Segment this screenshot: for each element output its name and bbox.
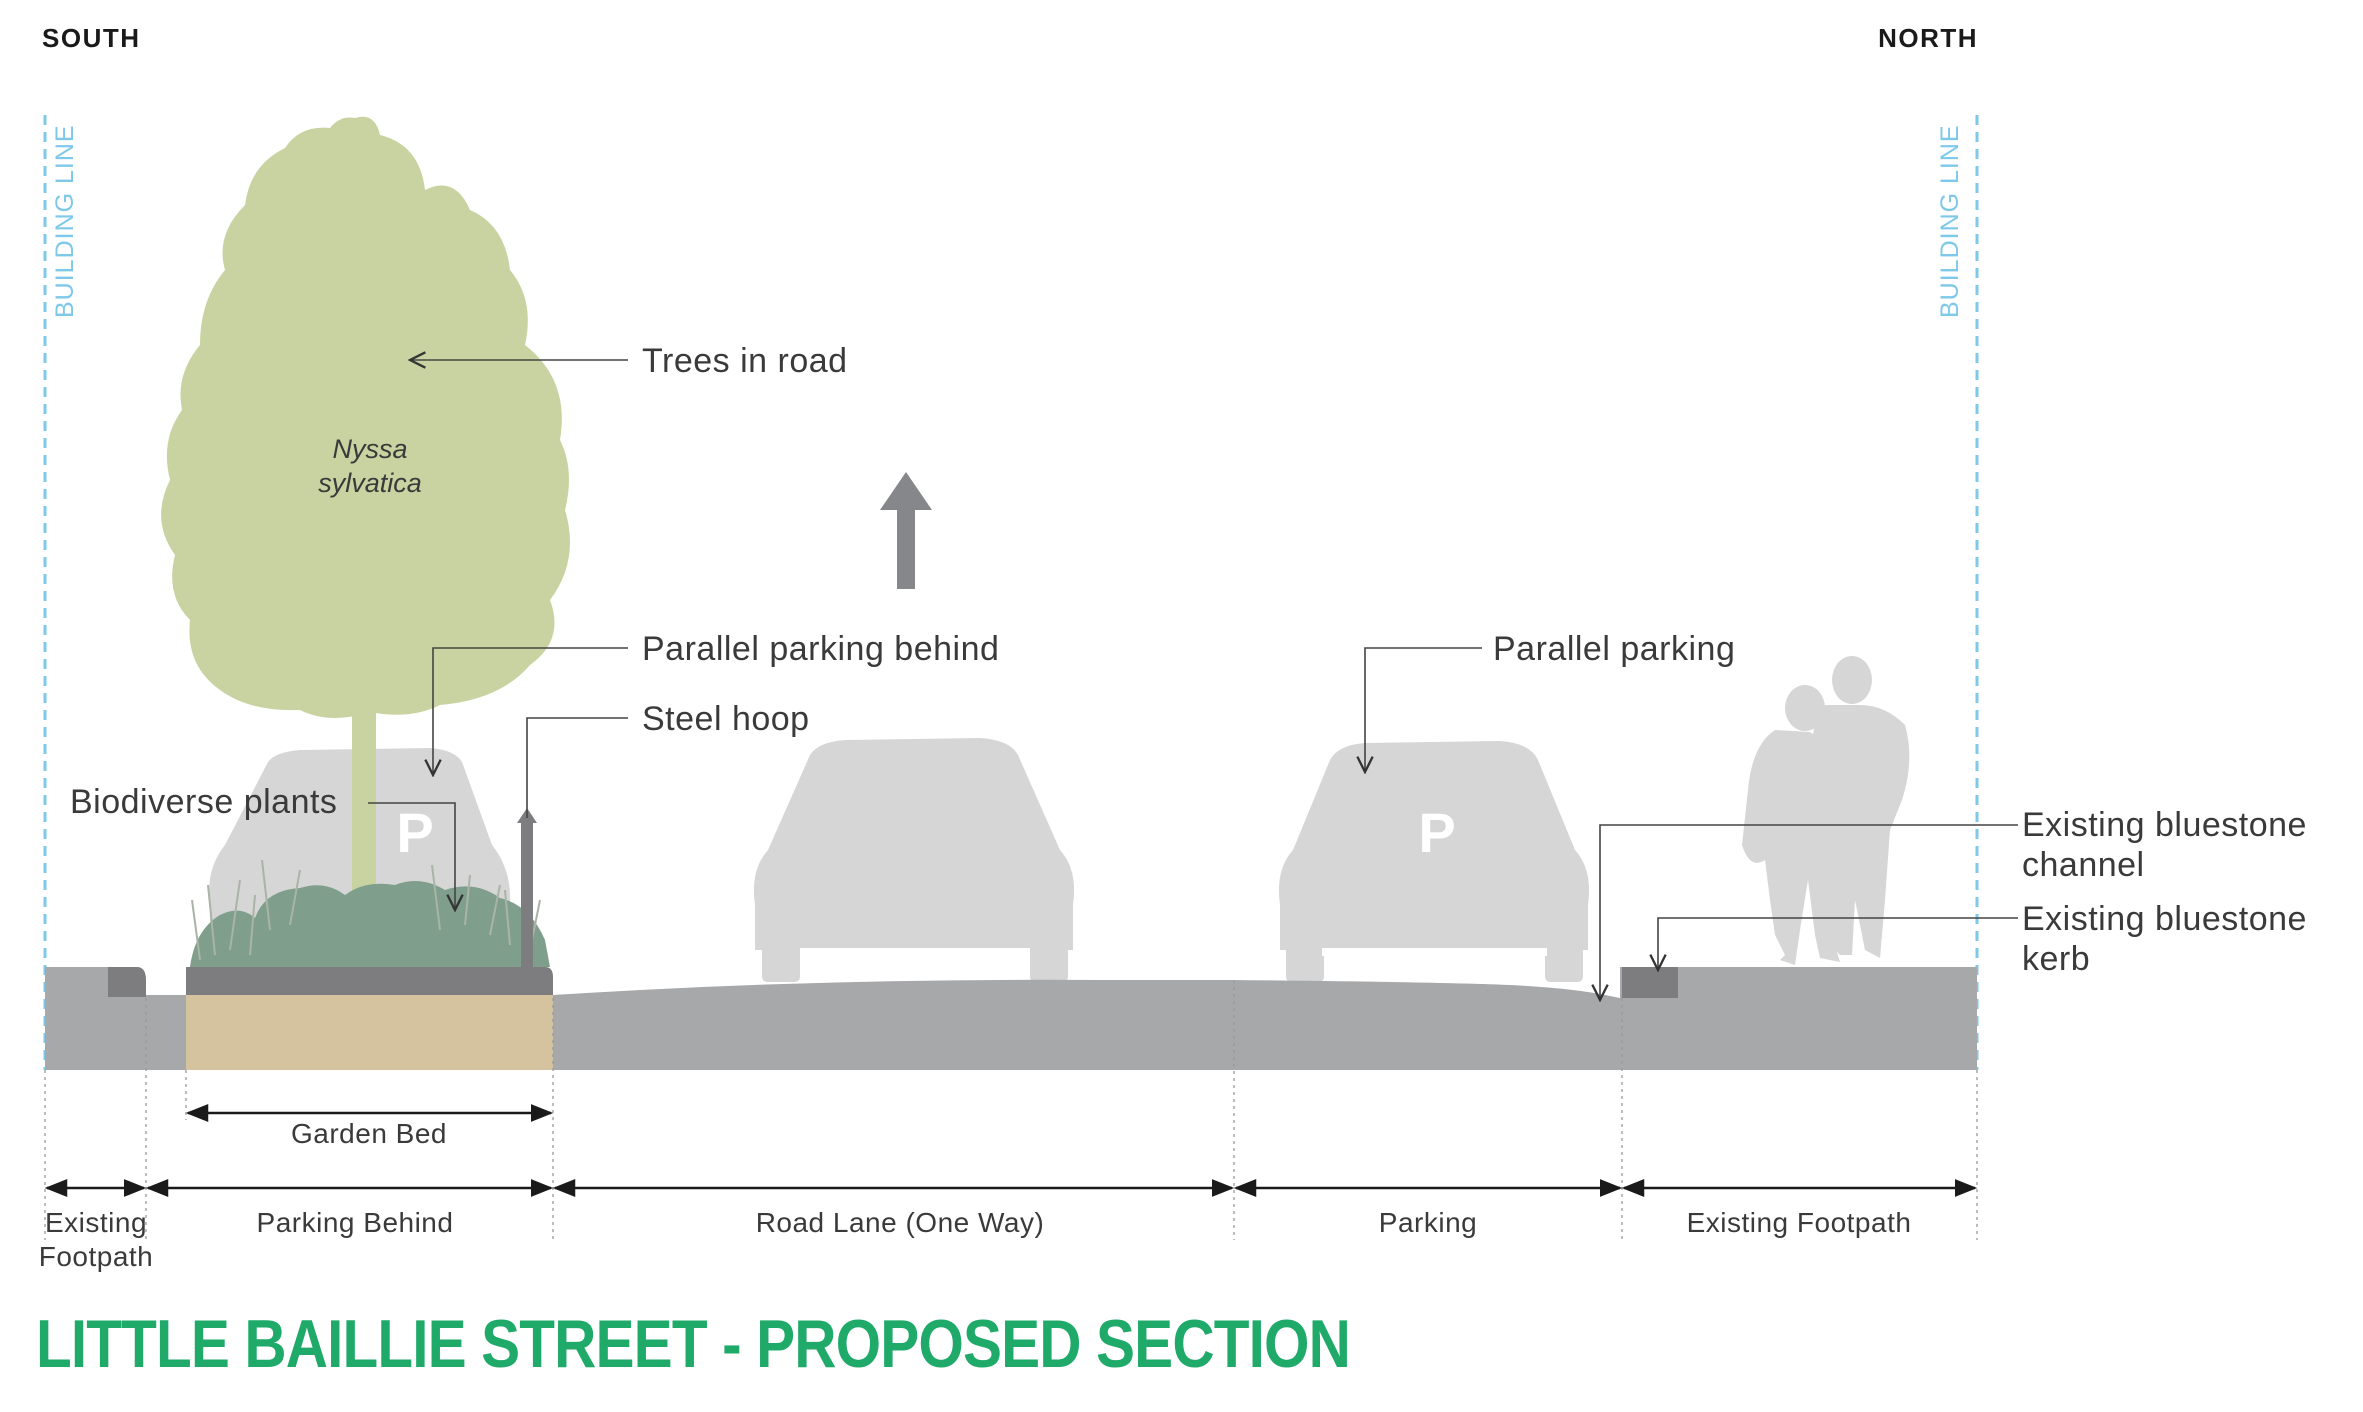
zone-existing-footpath-left-2: Footpath	[39, 1241, 154, 1272]
parking-symbol-right: P	[1418, 801, 1455, 864]
garden-bed-label: Garden Bed	[291, 1118, 447, 1149]
garden-bed-edging	[186, 967, 553, 995]
kerb-left	[108, 967, 146, 997]
tree-species-line1: Nyssa	[332, 434, 407, 464]
parking-symbol-left: P	[396, 801, 433, 864]
callout-bluestone-channel-1: Existing bluestone	[2022, 806, 2307, 844]
road-surface	[553, 967, 1977, 1070]
zone-existing-footpath-right: Existing Footpath	[1687, 1207, 1912, 1238]
pedestrians-icon	[1742, 656, 1910, 965]
callout-bluestone-channel-2: channel	[2022, 846, 2145, 884]
tree-icon: Nyssa sylvatica	[161, 116, 570, 920]
car-road-lane	[753, 738, 1075, 982]
direction-arrow-icon	[880, 472, 932, 589]
callout-trees-in-road: Trees in road	[642, 342, 848, 380]
callout-steel-hoop: Steel hoop	[642, 700, 810, 738]
garden-soil	[186, 995, 553, 1070]
zone-parking: Parking	[1379, 1207, 1477, 1238]
car-parallel-parking: P	[1278, 741, 1590, 982]
south-label: SOUTH	[42, 23, 141, 53]
callout-bluestone-kerb-1: Existing bluestone	[2022, 900, 2307, 938]
north-label: NORTH	[1878, 23, 1978, 53]
zone-boundaries	[44, 980, 1978, 1240]
building-line-label-left: BUILDING LINE	[51, 124, 79, 318]
road-section	[45, 967, 1977, 1070]
callout-leaders	[368, 360, 2018, 1000]
page-title: LITTLE BAILLIE STREET - PROPOSED SECTION	[36, 1306, 1351, 1382]
zone-existing-footpath-left-1: Existing	[45, 1207, 147, 1238]
callout-bluestone-kerb-2: kerb	[2022, 940, 2090, 978]
footpath-left	[45, 967, 188, 1070]
callout-parallel-parking-behind: Parallel parking behind	[642, 630, 999, 668]
zone-parking-behind: Parking Behind	[257, 1207, 454, 1238]
callout-biodiverse-plants: Biodiverse plants	[70, 783, 337, 821]
kerb-right	[1622, 967, 1678, 998]
building-line-label-right: BUILDING LINE	[1936, 124, 1964, 318]
zone-road-lane: Road Lane (One Way)	[756, 1207, 1045, 1238]
callout-parallel-parking: Parallel parking	[1493, 630, 1735, 668]
tree-species-line2: sylvatica	[318, 468, 422, 498]
